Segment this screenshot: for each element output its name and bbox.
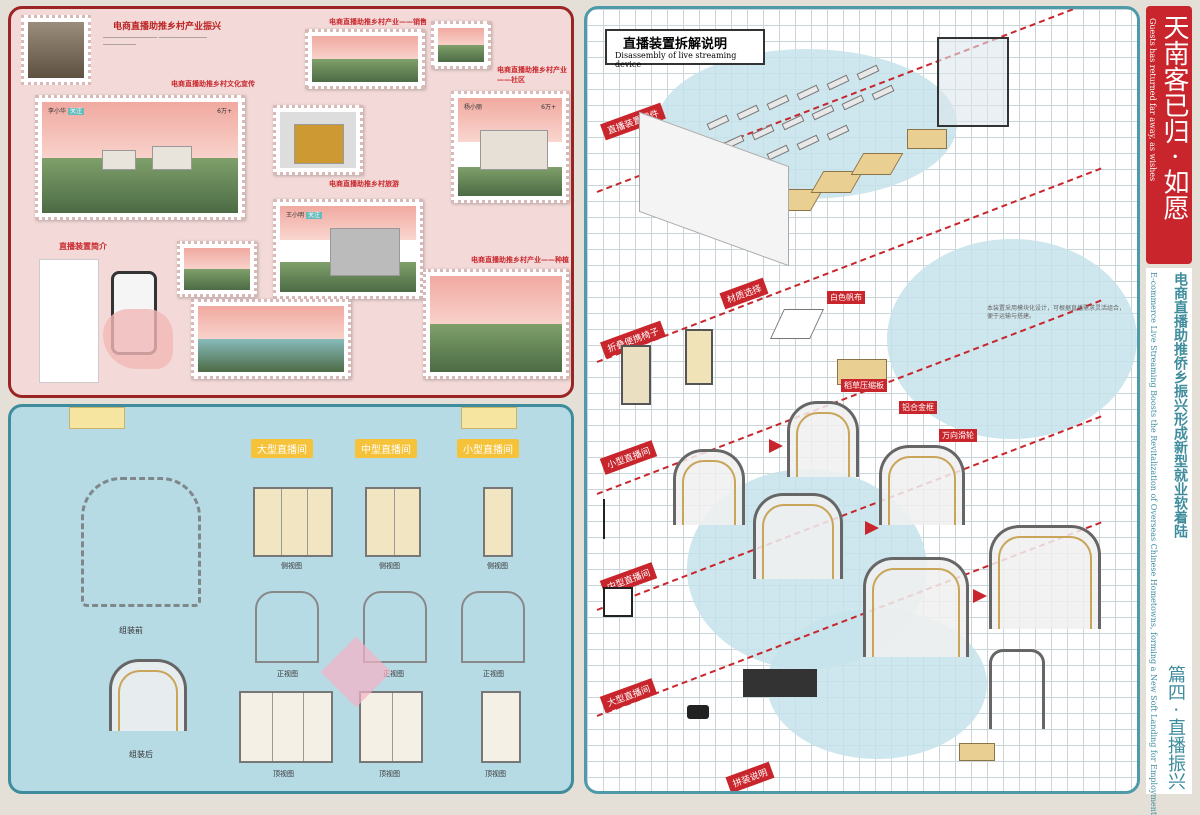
before-assembly-label: 组装前: [119, 626, 143, 635]
stamp-portrait: [21, 15, 91, 85]
material-aluminum: 铝合金框: [899, 401, 937, 414]
room-sizes-panel: 大型直播间 中型直播间 小型直播间 侧视图 侧视图 侧视图 正视图 正视图 正视…: [8, 404, 574, 794]
straw-boards-group: [770, 149, 917, 229]
storage-trolley: [937, 37, 1009, 127]
softbox-icon: [603, 587, 633, 617]
section-title-en: Disassembly of live streaming device: [615, 51, 737, 69]
small-top-view: [481, 691, 521, 763]
top-view-label: 顶视图: [485, 770, 506, 778]
stream-screen-village: 李小华 关注 6万+: [35, 95, 245, 220]
front-view-label: 正视图: [483, 670, 504, 678]
main-title: 天南客已归 · 如愿: [1159, 14, 1189, 221]
medium-side-view: [365, 487, 421, 557]
caption-culture: 电商直播助推乡村文化宣传: [171, 80, 255, 88]
large-room-complete: [989, 525, 1101, 629]
viewer-count: 6万+: [217, 108, 232, 115]
viewer-count: 6万+: [541, 104, 556, 111]
section-title-box: 直播装置拆解说明 Disassembly of live streaming d…: [605, 29, 765, 69]
subtitle-strip: 电商直播助推侨乡振兴形成新型就业软着陆 E-commerce Live Stre…: [1146, 268, 1192, 815]
follow-button[interactable]: 关注: [67, 108, 84, 115]
front-view-label: 正视图: [277, 670, 298, 678]
assembly-board: [959, 743, 995, 761]
industry-revitalization-panel: 电商直播助推乡村产业振兴 ────────────────── ────────…: [8, 6, 574, 398]
folding-chair-open: [685, 329, 713, 385]
tape-left: [69, 407, 125, 429]
main-title-en: Guests has returned far away, as wishes: [1148, 18, 1157, 182]
stream-screen-community: 杨小丽 6万+: [451, 91, 569, 203]
stamp-sales: [305, 29, 425, 89]
main-title-strip: 天南客已归 · 如愿 Guests has returned far away,…: [1146, 6, 1192, 264]
camera-bag-icon: [687, 705, 709, 719]
arrow-icon: [865, 521, 879, 535]
top-view-label: 顶视图: [273, 770, 294, 778]
step-label-large: 大型直播间: [599, 678, 658, 713]
small-room-frame: [673, 449, 745, 525]
assembled-booth-illustration: [109, 659, 187, 731]
caption-sales: 电商直播助推乡村产业——销售: [329, 18, 427, 26]
top-view-label: 顶视图: [379, 770, 400, 778]
tripod-icon: [603, 499, 605, 539]
section-title: 直播装置拆解说明: [623, 37, 728, 52]
large-front-view: [255, 591, 319, 663]
caption-planting: 电商直播助推乡村产业——种植: [471, 256, 569, 264]
large-room-frame: [863, 557, 969, 657]
subtitle-en: E-commerce Live Streaming Boosts the Rev…: [1149, 272, 1158, 815]
caption-community: 电商直播助推乡村产业——社区: [497, 66, 567, 84]
stream-screen-house: 王小明 关注: [273, 199, 423, 299]
map-thumbnail: [39, 259, 99, 383]
hand-illustration: [103, 309, 173, 369]
step-label-assembly: 拼装说明: [725, 761, 775, 791]
device-intro-title: 直播装置简介: [59, 242, 107, 251]
large-top-view: [239, 691, 333, 763]
small-room-step2: [787, 401, 859, 477]
subtitle-cn: 电商直播助推侨乡振兴形成新型就业软着陆: [1172, 272, 1188, 538]
label-small-room: 小型直播间: [457, 439, 519, 458]
side-view-label: 侧视图: [487, 562, 508, 570]
canvas-swatch: [770, 309, 824, 339]
panel-heading: 电商直播助推乡村产业振兴: [113, 22, 222, 32]
tape-right: [461, 407, 517, 429]
stamp-community-small: [431, 21, 491, 69]
stream-screen-planting: [423, 269, 569, 379]
streamer-name: 王小明: [286, 212, 305, 219]
exploded-frame-diagram: [81, 477, 201, 607]
medium-top-view: [359, 691, 423, 763]
front-view-label: 正视图: [383, 670, 404, 678]
side-view-label: 侧视图: [379, 562, 400, 570]
streamer-name: 李小华: [48, 108, 67, 115]
streamer-name: 杨小丽: [464, 104, 483, 111]
arrow-icon: [769, 439, 783, 453]
stamp-culture: [273, 105, 363, 175]
material-note: 本装置采用模块化设计，可根据直播需求灵活组合，便于运输与搭建。: [987, 305, 1126, 320]
assembly-frame: [989, 649, 1045, 729]
step-label-small: 小型直播间: [599, 440, 658, 475]
small-front-view: [461, 591, 525, 663]
live-desk-icon: [743, 669, 817, 697]
label-large-room: 大型直播间: [251, 439, 313, 458]
material-canvas: 白色帆布: [827, 291, 865, 304]
material-caster: 万向滑轮: [939, 429, 977, 442]
chapter-title: 篇四 · 直播振兴: [1165, 664, 1186, 790]
side-view-label: 侧视图: [281, 562, 302, 570]
medium-room-frame: [753, 493, 843, 579]
small-side-view: [483, 487, 513, 557]
small-room-complete: [879, 445, 965, 525]
heading-body-text: ────────────────── ──────────────── ────…: [103, 35, 207, 48]
label-medium-room: 中型直播间: [355, 439, 417, 458]
stamp-canal: [191, 299, 351, 379]
caption-tourism: 电商直播助推乡村旅游: [329, 180, 399, 188]
folding-chair-closed: [621, 345, 651, 405]
large-side-view: [253, 487, 333, 557]
after-assembly-label: 组装后: [129, 750, 153, 759]
board-small: [907, 129, 947, 149]
stamp-street: [177, 241, 257, 297]
arrow-icon: [973, 589, 987, 603]
medium-front-view: [363, 591, 427, 663]
material-straw: 稻草压缩板: [841, 379, 887, 392]
follow-button[interactable]: 关注: [305, 212, 322, 219]
disassembly-panel: 直播装置拆解说明 Disassembly of live streaming d…: [584, 6, 1140, 794]
